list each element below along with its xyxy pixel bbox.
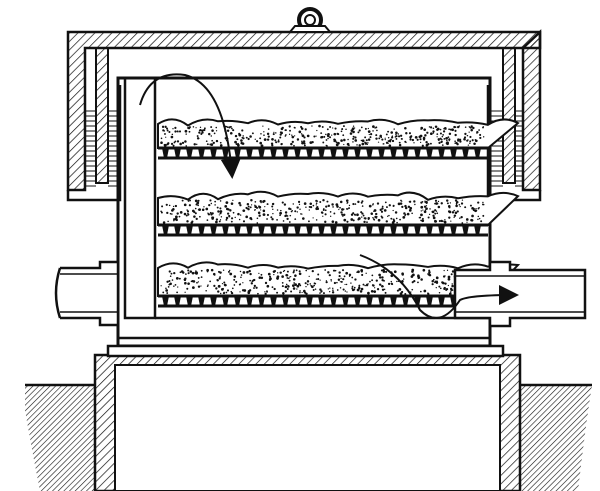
ground (25, 383, 592, 491)
outlet-pipe (453, 260, 587, 328)
tray-grate (158, 223, 488, 237)
flow-arrow-outlet (359, 254, 519, 319)
cover (66, 25, 542, 192)
masonry-base (93, 353, 522, 491)
tray-grate (158, 146, 488, 160)
tray-grate (158, 294, 488, 308)
inlet-pipe (54, 260, 120, 327)
material-stipple (160, 198, 485, 225)
trays (157, 118, 521, 308)
water-seal-left (66, 85, 122, 202)
purifying-material (157, 190, 520, 226)
flow-arrow-inlet (139, 73, 241, 179)
tray-3 (157, 261, 521, 308)
tray-1 (157, 118, 520, 160)
tray-2 (157, 190, 520, 237)
